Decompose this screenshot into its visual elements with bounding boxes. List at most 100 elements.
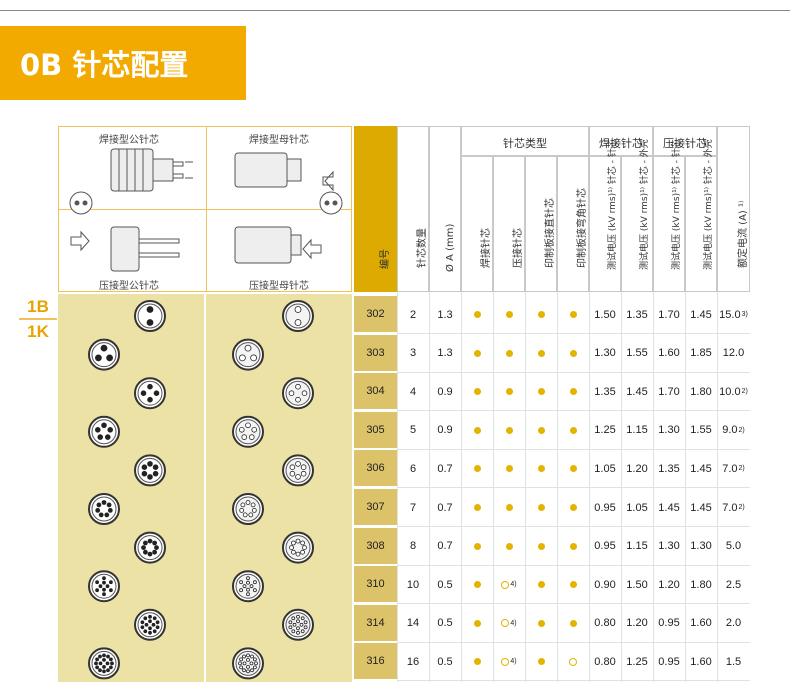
series-label: 1B 1K xyxy=(19,297,75,341)
available-dot xyxy=(569,349,577,357)
value-cell: 1.15 xyxy=(621,528,653,566)
male-pin-face xyxy=(88,338,120,371)
value-cell: 1.45 xyxy=(685,450,717,489)
available-dot xyxy=(473,581,481,589)
value-cell: 4 xyxy=(397,373,429,412)
value-cell: 6 xyxy=(397,450,429,489)
column-gridline xyxy=(429,292,430,682)
value-cell: 0.95 xyxy=(589,489,621,527)
value-cell: 1.70 xyxy=(653,296,685,334)
optional-ring xyxy=(501,619,510,628)
male-pin-face xyxy=(88,493,120,525)
header-pin-type-pcb-straight: 印制板接直针芯 xyxy=(525,156,557,292)
header-crimp-pin-shell: 测试电压 (kV rms)¹⁾ 针芯 - 外壳 xyxy=(685,139,717,292)
value-cell: 3 xyxy=(397,335,429,373)
connector-drawing-svg xyxy=(69,148,343,272)
series-separator xyxy=(19,318,57,320)
pin-type-cell xyxy=(493,489,525,527)
available-dot xyxy=(537,619,545,627)
available-dot xyxy=(537,581,545,589)
series-1k: 1K xyxy=(27,322,49,341)
code-cell: 305 xyxy=(354,411,397,450)
header-solder-pin-pin: 测试电压 (kV rms)¹⁾ 针芯 - 针芯 xyxy=(589,139,621,292)
available-dot xyxy=(473,311,481,318)
value-cell: 1.85 xyxy=(685,335,717,373)
available-dot xyxy=(505,465,513,473)
pin-type-cell xyxy=(557,296,589,334)
available-dot xyxy=(569,388,577,396)
value-cell: 1.70 xyxy=(653,373,685,412)
value-cell: 0.95 xyxy=(653,605,685,643)
value-cell: 1.55 xyxy=(621,335,653,373)
code-cell: 306 xyxy=(354,450,397,489)
available-dot xyxy=(569,542,577,550)
female-pin-face xyxy=(232,647,264,680)
pin-type-cell xyxy=(461,605,493,643)
current-cell: 5.0 xyxy=(717,528,750,566)
pin-type-cell xyxy=(461,412,493,450)
value-cell: 1.45 xyxy=(653,489,685,527)
footnote-mark: 2) xyxy=(738,504,745,511)
column-gridline xyxy=(653,292,654,682)
pin-type-cell xyxy=(557,528,589,566)
value-cell: 0.7 xyxy=(429,528,461,566)
female-pin-face xyxy=(282,454,314,487)
value-cell: 1.30 xyxy=(589,335,621,373)
footnote-mark: 4) xyxy=(510,581,517,589)
value-cell: 0.95 xyxy=(589,528,621,566)
value-cell: 1.25 xyxy=(621,643,653,682)
pin-type-cell xyxy=(493,450,525,489)
pin-config-table: 编号 针芯数量 Ø A (mm) 针芯类型 焊接针芯 压接针芯 印制板接直针芯 … xyxy=(354,126,750,682)
header-solder-group: 焊接针芯 xyxy=(589,126,653,156)
pin-type-cell xyxy=(557,450,589,489)
available-dot xyxy=(569,504,577,511)
optional-ring xyxy=(569,657,577,666)
pin-type-cell xyxy=(525,566,557,605)
series-1b: 1B xyxy=(27,297,49,316)
male-pin-face xyxy=(134,300,166,332)
pin-type-cell xyxy=(525,450,557,489)
header-crimp-pin-pin: 测试电压 (kV rms)¹⁾ 针芯 - 针芯 xyxy=(653,139,685,292)
code-cell: 302 xyxy=(354,296,397,334)
value-cell: 0.95 xyxy=(653,643,685,682)
pin-type-cell xyxy=(525,335,557,373)
column-gridline xyxy=(493,292,494,682)
value-cell: 1.05 xyxy=(621,489,653,527)
female-pin-face xyxy=(282,300,314,332)
value-cell: 8 xyxy=(397,528,429,566)
section-title: 0B 针芯配置 xyxy=(0,26,246,100)
female-pin-face xyxy=(282,377,314,410)
available-dot xyxy=(473,542,481,550)
pin-type-cell xyxy=(461,450,493,489)
pin-type-cell xyxy=(525,412,557,450)
footnote-mark: 4) xyxy=(510,658,517,666)
male-pin-face xyxy=(134,608,166,641)
value-cell: 1.80 xyxy=(685,566,717,605)
male-pin-face xyxy=(88,647,120,680)
available-dot xyxy=(537,349,545,357)
value-cell: 1.20 xyxy=(621,450,653,489)
female-pin-face xyxy=(232,493,264,525)
pin-type-cell xyxy=(525,643,557,682)
value-cell: 1.20 xyxy=(653,566,685,605)
value-cell: 0.80 xyxy=(589,605,621,643)
available-dot xyxy=(473,504,481,511)
label-crimp-male: 压接型公针芯 xyxy=(99,281,159,292)
column-gridline xyxy=(717,292,718,682)
male-pin-face xyxy=(134,531,166,564)
available-dot xyxy=(537,311,545,318)
available-dot xyxy=(569,311,577,318)
column-gridline xyxy=(397,292,398,682)
current-cell: 2.0 xyxy=(717,605,750,643)
value-cell: 10 xyxy=(397,566,429,605)
optional-ring xyxy=(501,580,510,589)
pin-type-cell xyxy=(493,335,525,373)
footnote-mark: 3) xyxy=(741,311,748,318)
column-gridline xyxy=(461,292,462,682)
